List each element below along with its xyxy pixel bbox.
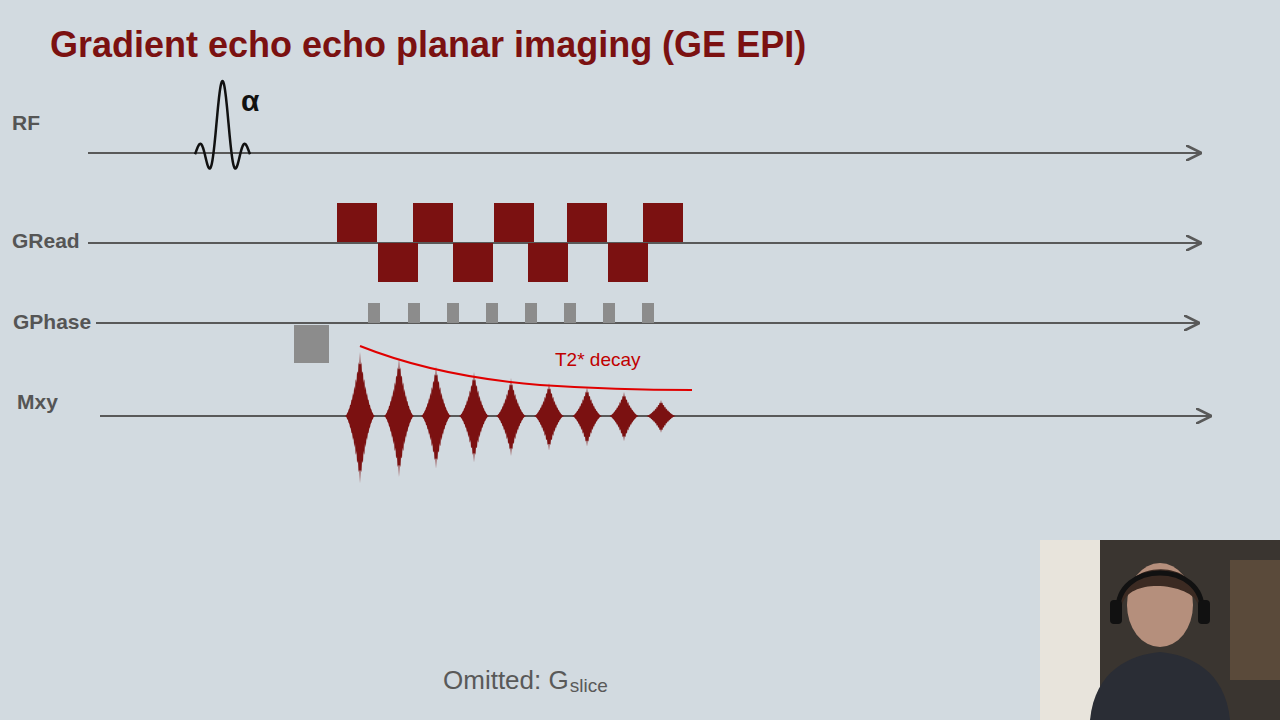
echo	[421, 366, 451, 469]
note: Omitted: G	[443, 667, 569, 693]
echo	[459, 372, 489, 462]
echo	[534, 383, 564, 451]
webcam-inset	[1040, 540, 1280, 720]
subscript: slice	[570, 676, 608, 695]
echo	[345, 352, 375, 483]
echo	[496, 378, 526, 456]
axis-label: GPhase	[13, 311, 91, 332]
axis-label: RF	[12, 112, 40, 133]
echo	[646, 400, 676, 433]
echo-train	[345, 352, 676, 483]
axis-label: Mxy	[17, 391, 58, 412]
read-gradient	[337, 203, 683, 282]
echo	[384, 358, 414, 477]
echo	[572, 387, 602, 446]
echo	[609, 392, 639, 441]
curve-label: T2* decay	[555, 350, 641, 369]
t2star-curve	[360, 346, 692, 390]
flip-angle: α	[241, 86, 259, 116]
slide-title: Gradient echo echo planar imaging (GE EP…	[50, 27, 806, 63]
axis-label: GRead	[12, 230, 80, 251]
rf-axis	[88, 152, 1200, 154]
